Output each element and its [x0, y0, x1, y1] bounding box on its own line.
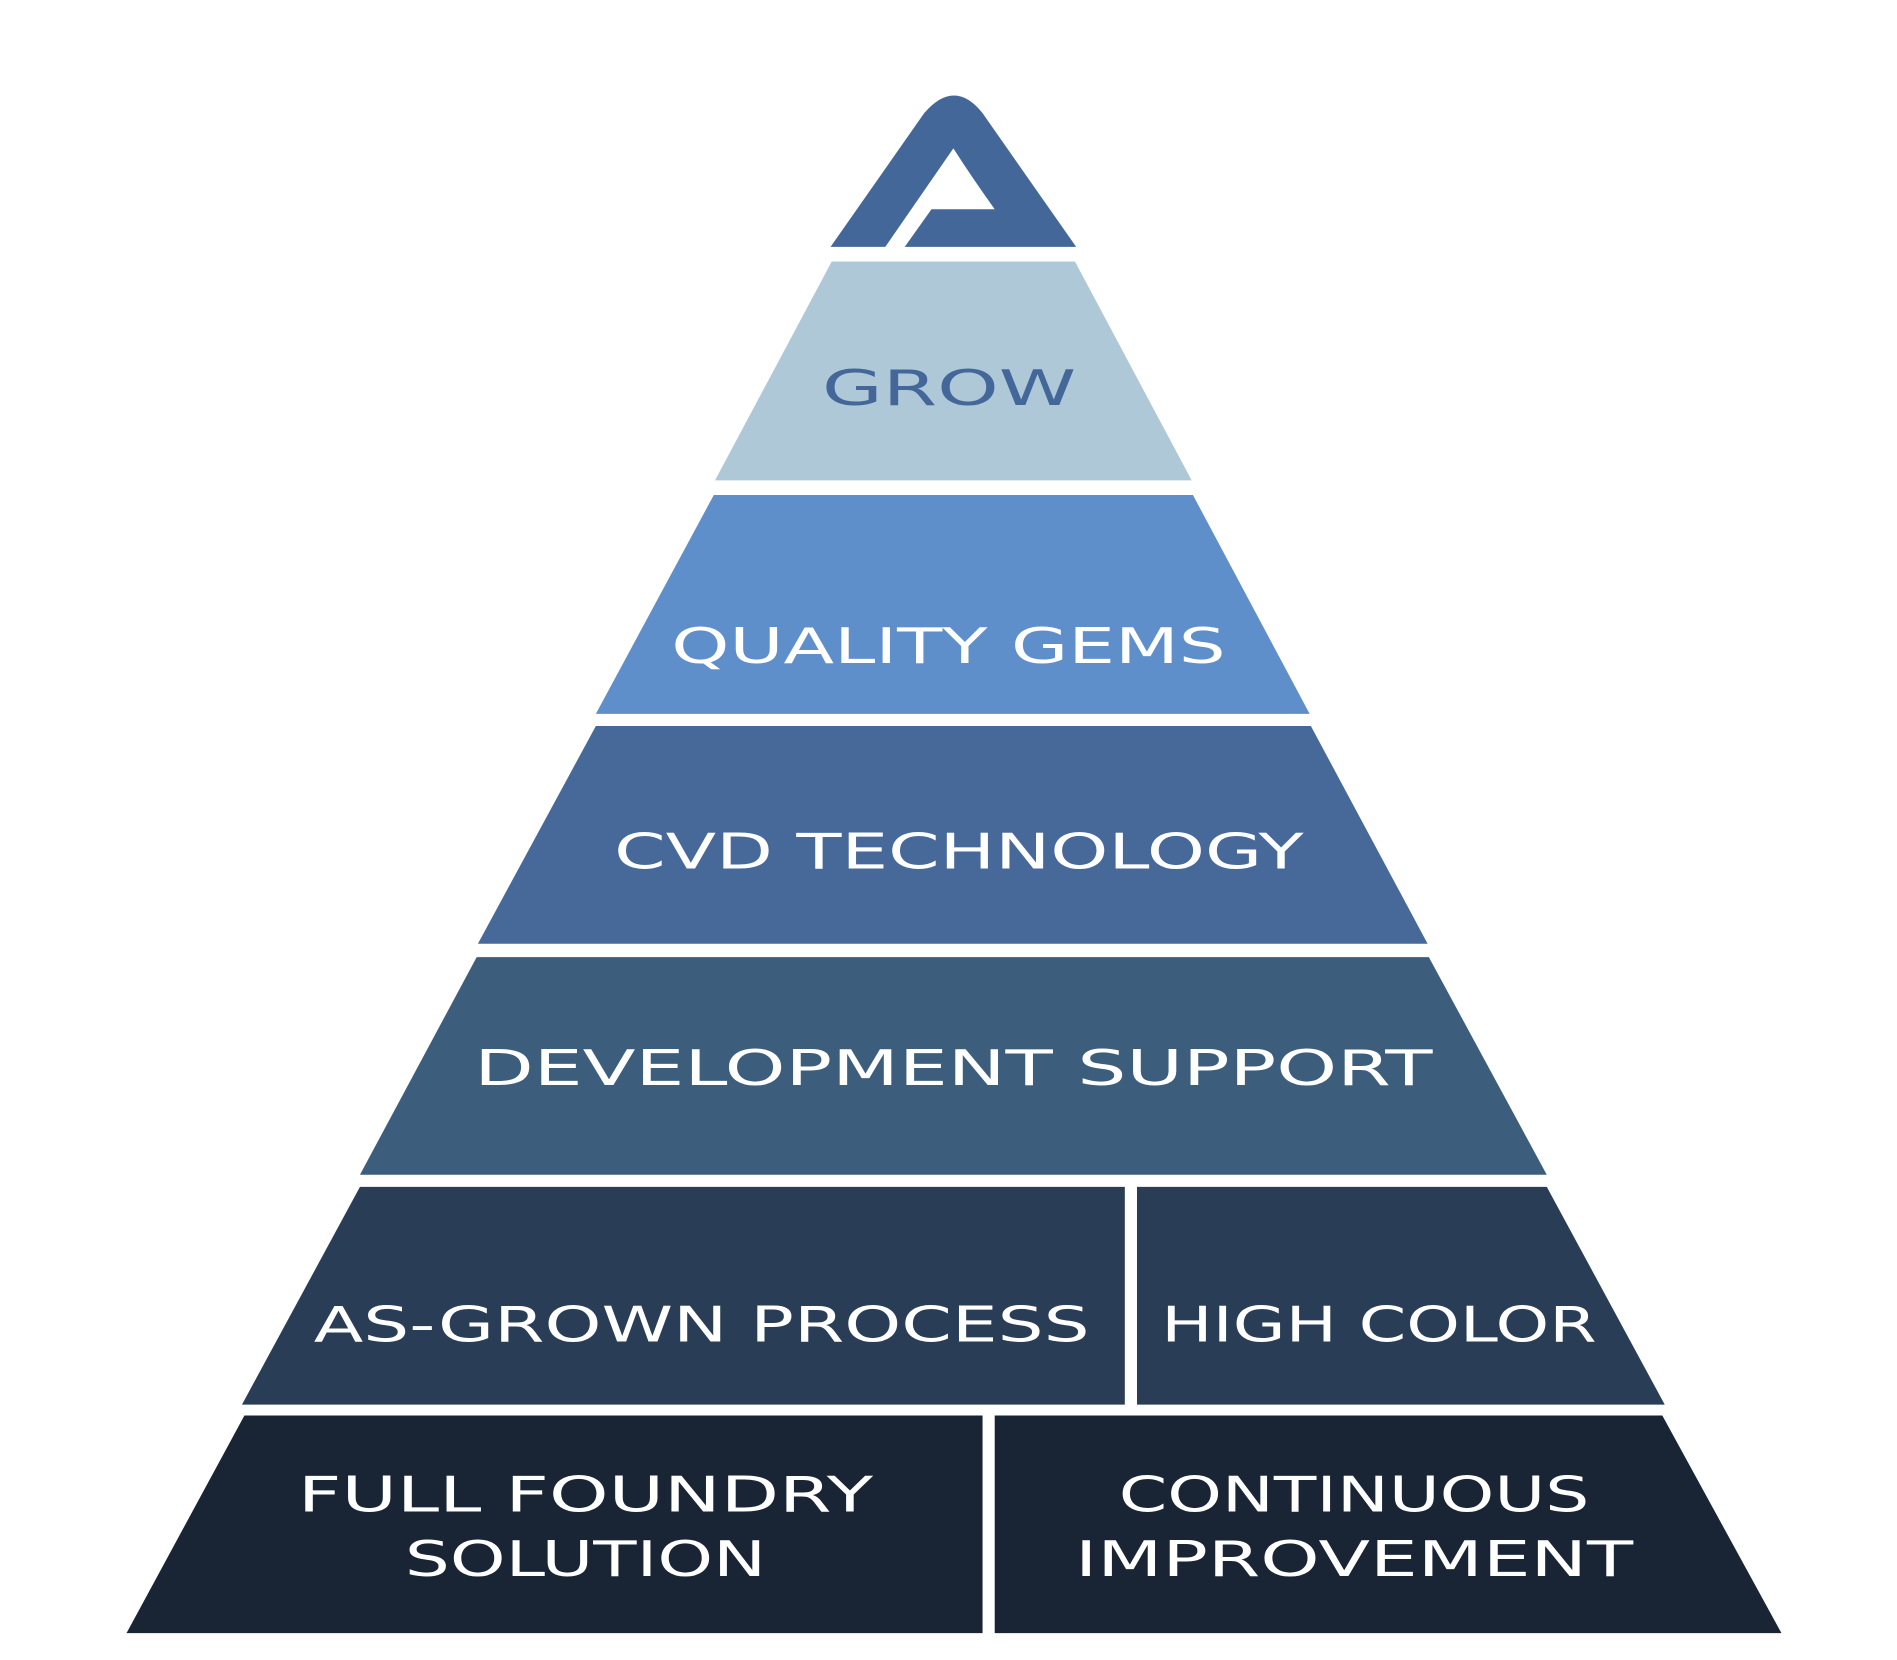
layer-cvd-technology-label: CVD TECHNOLOGY — [614, 824, 1304, 880]
layer-as-grown-process — [241, 1186, 1125, 1405]
layer-high-color — [1136, 1186, 1665, 1405]
layer-quality-gems-label: QUALITY GEMS — [671, 619, 1226, 675]
layer-quality-gems — [595, 494, 1310, 714]
layer-development-support — [359, 957, 1547, 1175]
high-color-label: HIGH COLOR — [1161, 1297, 1596, 1353]
layer-cvd-technology — [477, 726, 1428, 944]
as-grown-process-label: as-GROWN PROCESS — [314, 1297, 1090, 1353]
full-foundry-label: FULL FOUNDRY — [298, 1468, 874, 1524]
continuous-label: CONTINUOUS — [1119, 1468, 1590, 1524]
layer-grow — [715, 261, 1192, 481]
solution-label: SOLUTION — [405, 1532, 766, 1588]
layer-continuous-improvement — [994, 1415, 1782, 1634]
a-triangle-logo-icon — [830, 95, 1077, 247]
improvement-label: IMPROVEMENT — [1075, 1532, 1634, 1588]
layer-grow-label: GROW — [822, 361, 1076, 417]
layer-full-foundry-solution — [126, 1415, 983, 1634]
layer-development-support-label: DEVELOPMENT SUPPORT — [474, 1041, 1433, 1097]
